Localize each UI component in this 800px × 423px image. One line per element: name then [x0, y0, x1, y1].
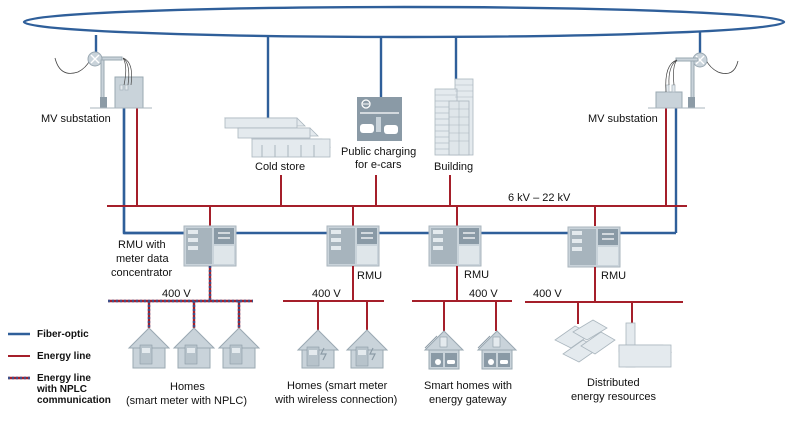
lv-voltage-label-3: 400 V	[469, 288, 498, 300]
legend-nplc-label-1: Energy line	[37, 373, 91, 384]
legend-nplc-label-2: with NPLC	[36, 384, 87, 395]
home-icon	[172, 327, 216, 369]
smart-home-icon	[476, 330, 518, 370]
group-4-label-1: Distributed	[587, 377, 640, 389]
cold-store-icon	[224, 117, 331, 158]
legend-nplc-label-3: communication	[37, 395, 111, 406]
rmu-2-icon	[326, 225, 380, 267]
rmu-1-label-1: RMU with	[118, 239, 166, 251]
rmu-4-icon	[567, 226, 621, 268]
group-2-label-2: with wireless connection)	[274, 394, 397, 406]
rmu-4-label: RMU	[601, 270, 626, 282]
cold-store-label: Cold store	[255, 161, 305, 173]
group-3-label-2: energy gateway	[429, 394, 507, 406]
rmu-3-icon	[428, 225, 482, 267]
legend-fiber-label: Fiber-optic	[37, 329, 89, 340]
rmu-3-label: RMU	[464, 269, 489, 281]
group-1-label-1: Homes	[170, 381, 205, 393]
home-wireless-icon	[296, 329, 340, 369]
fiber-optic-ring	[22, 5, 786, 39]
public-charging-icon	[357, 97, 402, 141]
nplc-home-drops	[147, 301, 241, 328]
public-charging-label-2: for e-cars	[355, 159, 402, 171]
home-wireless-icon	[345, 329, 389, 369]
mv-substation-left-label: MV substation	[41, 113, 111, 125]
group-3-label-1: Smart homes with	[424, 380, 512, 392]
rmu-2-label: RMU	[357, 270, 382, 282]
building-label: Building	[434, 161, 473, 173]
building-icon	[434, 78, 474, 156]
mv-substation-left-icon	[54, 51, 152, 109]
home-icon	[127, 327, 171, 369]
rmu-1-label-2: meter data	[116, 253, 169, 265]
lv-voltage-label-4: 400 V	[533, 288, 562, 300]
bus-voltage-label: 6 kV – 22 kV	[508, 192, 571, 204]
rmu-1-icon	[183, 225, 237, 267]
power-plant-icon	[618, 322, 673, 368]
group-4-label-2: energy resources	[571, 391, 656, 403]
legend: Fiber-optic Energy line Energy line with…	[8, 329, 111, 406]
lv-voltage-label-1: 400 V	[162, 288, 191, 300]
smart-home-icon	[423, 330, 465, 370]
lv-voltage-label-2: 400 V	[312, 288, 341, 300]
public-charging-label-1: Public charging	[341, 146, 416, 158]
rmu-1-label-3: concentrator	[111, 267, 172, 279]
mv-substation-right-label: MV substation	[588, 113, 658, 125]
mv-substation-right-icon	[648, 52, 739, 109]
home-icon	[217, 327, 261, 369]
legend-energy-label: Energy line	[37, 351, 91, 362]
group-2-label-1: Homes (smart meter	[287, 380, 388, 392]
fiber-rmu-loop	[122, 108, 185, 235]
solar-panels-icon	[554, 319, 616, 363]
group-1-label-2: (smart meter with NPLC)	[126, 395, 247, 407]
